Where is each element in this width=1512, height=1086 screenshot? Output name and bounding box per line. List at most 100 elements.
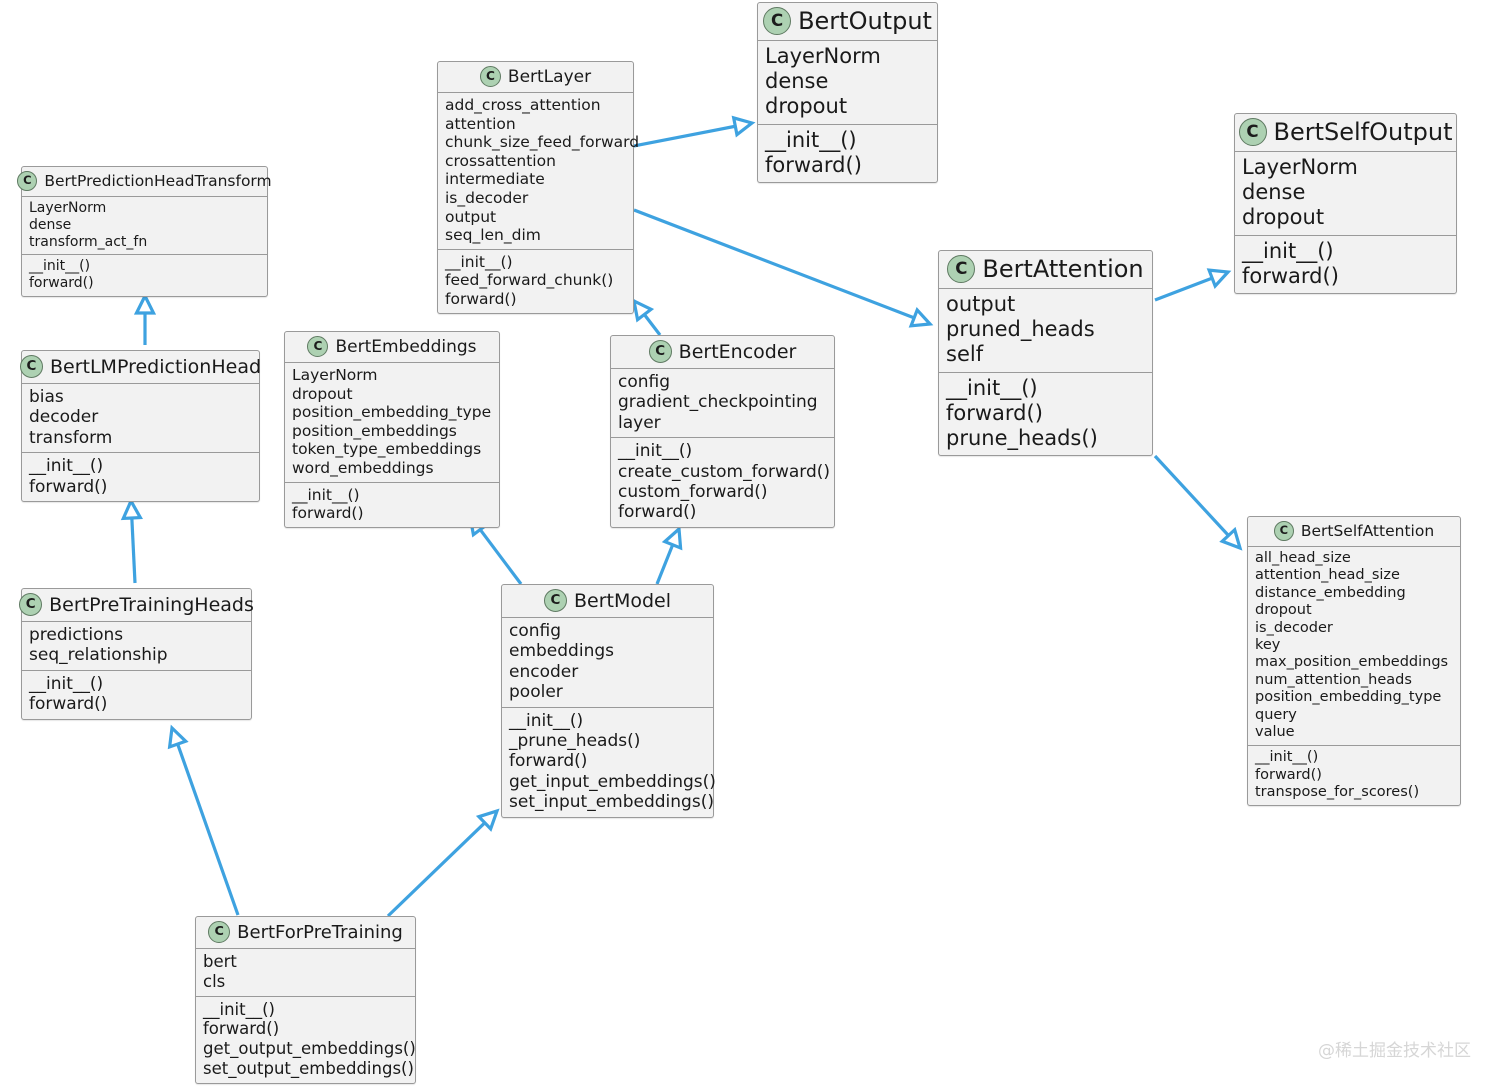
- class-marker-icon: C: [648, 340, 672, 363]
- class-title: BertPreTrainingHeads: [49, 593, 254, 616]
- attribute-row: predictions: [29, 625, 124, 645]
- attribute-row: pooler: [509, 682, 563, 703]
- attribute-row: config: [509, 621, 562, 641]
- attribute-row: chunk_size_feed_forward: [445, 133, 640, 152]
- edge-pretraining-to-model: [386, 808, 500, 918]
- edge-model-to-encoder: [655, 525, 683, 585]
- class-marker-icon: C: [1273, 521, 1294, 541]
- methods-section: __init__()forward()get_output_embeddings…: [196, 995, 416, 1083]
- edge-line: [633, 124, 736, 148]
- class-header-bert-prediction-head-transform: C BertPredictionHeadTransform: [17, 167, 272, 196]
- attribute-row: seq_relationship: [29, 645, 168, 666]
- methods-section: __init__()forward(): [758, 123, 937, 182]
- class-title: BertPredictionHeadTransform: [44, 172, 272, 190]
- attribute-row: dense: [29, 216, 72, 233]
- method-row: __init__(): [618, 441, 693, 462]
- class-marker-icon: C: [307, 336, 329, 357]
- method-row: forward(): [29, 476, 108, 497]
- attribute-row: query: [1255, 706, 1297, 723]
- edge-arrowhead-icon: [120, 497, 143, 521]
- class-header-bert-pre-training-heads: C BertPreTrainingHeads: [19, 589, 254, 621]
- method-row: __init__(): [29, 456, 104, 477]
- class-marker-icon: C: [17, 171, 38, 191]
- edge-layer-to-output: [633, 115, 756, 148]
- attribute-row: dense: [1242, 180, 1306, 205]
- methods-section: __init__()forward(): [22, 669, 251, 719]
- methods-section: __init__()forward(): [22, 452, 259, 501]
- attribute-row: crossattention: [445, 151, 556, 170]
- attribute-row: bias: [29, 387, 64, 407]
- attribute-row: position_embedding_type: [1255, 689, 1442, 706]
- class-header-bert-embeddings: C BertEmbeddings: [285, 332, 499, 362]
- attribute-row: attention: [445, 114, 516, 133]
- method-row: __init__(): [1242, 238, 1334, 263]
- methods-section: __init__()_prune_heads()forward()get_inp…: [502, 706, 716, 817]
- attribute-row: self: [946, 342, 984, 367]
- edge-encoder-to-layer: [631, 298, 662, 336]
- class-marker-icon: C: [19, 593, 43, 616]
- edge-heads-to-lm-head: [120, 497, 143, 584]
- edge-line: [633, 208, 915, 320]
- edge-arrowhead-icon: [133, 292, 157, 315]
- attribute-row: output: [445, 207, 497, 226]
- attribute-row: transform: [29, 427, 113, 448]
- method-row: __init__(): [765, 127, 857, 152]
- class-title: BertEncoder: [678, 340, 797, 363]
- method-row: create_custom_forward(): [618, 461, 831, 482]
- edge-pretraining-to-heads: [167, 724, 240, 916]
- method-row: forward(): [445, 289, 517, 308]
- method-row: get_output_embeddings(): [203, 1039, 416, 1059]
- class-marker-icon: C: [479, 66, 501, 87]
- edge-lm-head-to-transform: [133, 292, 157, 345]
- edge-line: [130, 517, 137, 584]
- method-row: __init__(): [946, 375, 1038, 400]
- attribute-row: decoder: [29, 407, 99, 428]
- methods-section: __init__()forward()prune_heads(): [939, 371, 1152, 456]
- edge-arrowhead-icon: [1219, 526, 1243, 551]
- methods-section: __init__()forward(): [1235, 234, 1456, 293]
- attribute-row: cls: [203, 971, 226, 991]
- class-marker-icon: C: [19, 355, 43, 378]
- edge-layer-to-attention: [633, 208, 934, 328]
- class-title: BertEmbeddings: [335, 336, 477, 357]
- method-row: forward(): [29, 275, 94, 292]
- attribute-row: seq_len_dim: [445, 226, 541, 245]
- class-title: BertLMPredictionHead: [49, 355, 262, 378]
- edge-attention-to-self-attention: [1153, 454, 1243, 551]
- attribute-row: max_position_embeddings: [1255, 654, 1449, 671]
- attribute-row: dropout: [765, 94, 848, 119]
- method-row: set_input_embeddings(): [509, 792, 714, 813]
- attribute-row: is_decoder: [445, 188, 529, 207]
- edge-arrowhead-icon: [475, 808, 500, 832]
- class-marker-icon: C: [1238, 118, 1267, 146]
- class-header-bert-lm-prediction-head: C BertLMPredictionHead: [19, 351, 262, 383]
- method-row: forward(): [1255, 766, 1322, 783]
- attribute-row: config: [618, 372, 671, 392]
- watermark: @稀土掘金技术社区: [1318, 1041, 1471, 1061]
- edge-line: [643, 313, 662, 336]
- edge-line: [478, 528, 523, 585]
- method-row: forward(): [765, 152, 862, 177]
- attribute-row: output: [946, 292, 1016, 316]
- attribute-row: LayerNorm: [765, 44, 881, 68]
- edge-arrowhead-icon: [661, 525, 683, 551]
